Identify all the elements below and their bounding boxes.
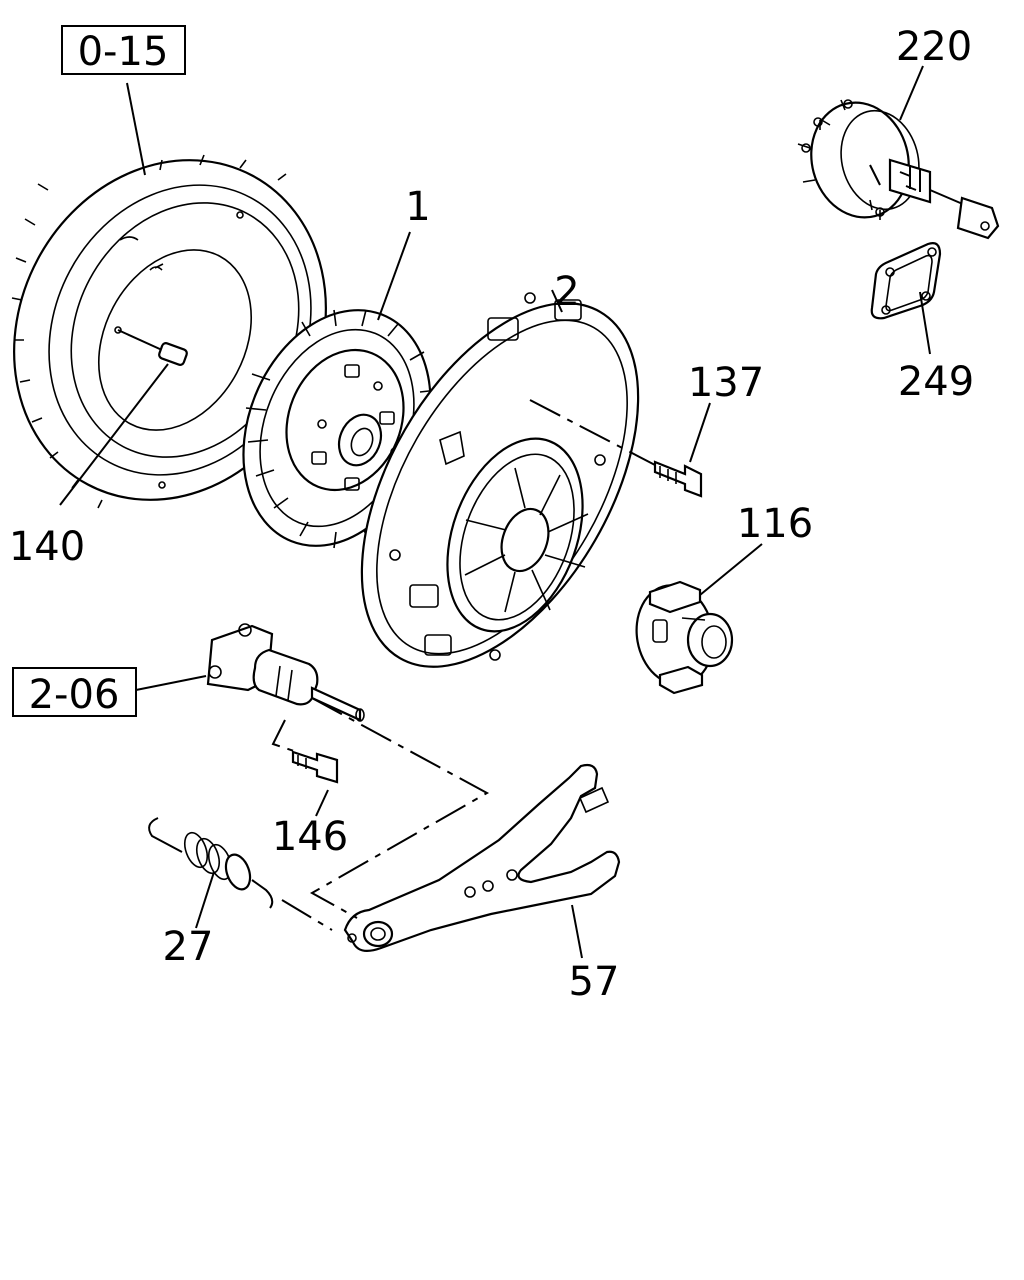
callout-booster-220[interactable]: 220 [896, 24, 972, 70]
return-spring-27 [148, 817, 274, 909]
callout-gasket-249[interactable]: 249 [898, 359, 974, 405]
callout-pin-140[interactable]: 140 [9, 524, 85, 570]
release-fork-57 [343, 763, 621, 953]
callout-disc[interactable]: 1 [405, 184, 430, 230]
callout-bearing-116[interactable]: 116 [737, 501, 813, 547]
leader-lines [59, 65, 931, 959]
callout-bolt-146[interactable]: 146 [272, 814, 348, 860]
release-bearing-116 [635, 580, 734, 695]
callout-bolt-137[interactable]: 137 [688, 360, 764, 406]
callout-fork-57[interactable]: 57 [569, 959, 620, 1005]
bolt-146 [291, 750, 339, 784]
callout-spring-27[interactable]: 27 [163, 924, 214, 970]
callout-pressure-plate[interactable]: 2 [554, 269, 579, 315]
ref-box-slave-cylinder[interactable]: 2-06 [12, 667, 137, 718]
booster-220 [797, 99, 1000, 240]
slave-cylinder [206, 623, 365, 722]
ref-box-flywheel[interactable]: 0-15 [61, 25, 186, 75]
ref-label-flywheel: 0-15 [78, 29, 169, 75]
dowel-pin-140 [114, 326, 188, 366]
gasket-249 [870, 242, 942, 320]
pressure-plate [360, 292, 640, 668]
ref-label-slave-cylinder: 2-06 [29, 672, 120, 718]
bolt-137 [653, 460, 703, 498]
assembly-lines [271, 164, 881, 931]
